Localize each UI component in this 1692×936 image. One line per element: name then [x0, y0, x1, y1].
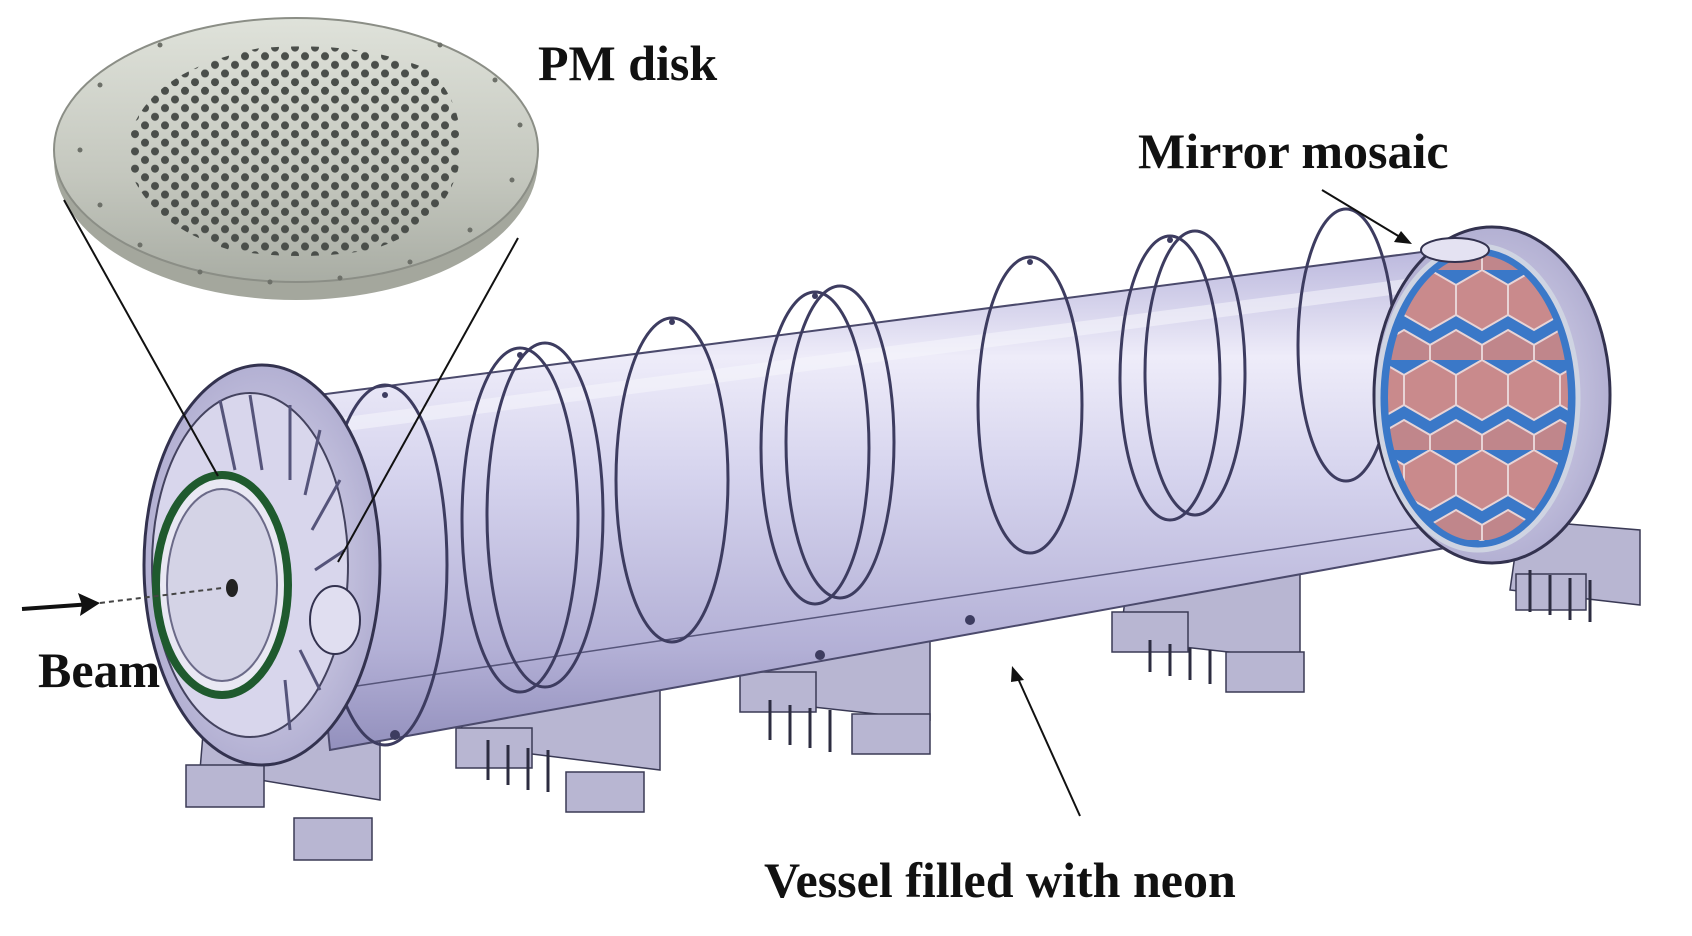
pm-disk-label: PM disk — [538, 35, 718, 91]
front-endcap — [142, 363, 382, 767]
mirror-pointer-arrow — [1321, 189, 1412, 244]
inset-callout-lines — [63, 199, 519, 563]
pm-disk-inset — [53, 17, 539, 300]
ring-bolts — [382, 237, 1173, 740]
vessel-label: Vessel filled with neon — [764, 852, 1236, 908]
beam-arrow — [21, 587, 223, 616]
mirror-mosaic-label: Mirror mosaic — [1138, 123, 1449, 179]
beam-label: Beam — [38, 642, 161, 698]
vessel-pointer-arrow — [1011, 666, 1081, 817]
rear-endcap — [1372, 225, 1612, 565]
support-legs — [486, 570, 1592, 792]
